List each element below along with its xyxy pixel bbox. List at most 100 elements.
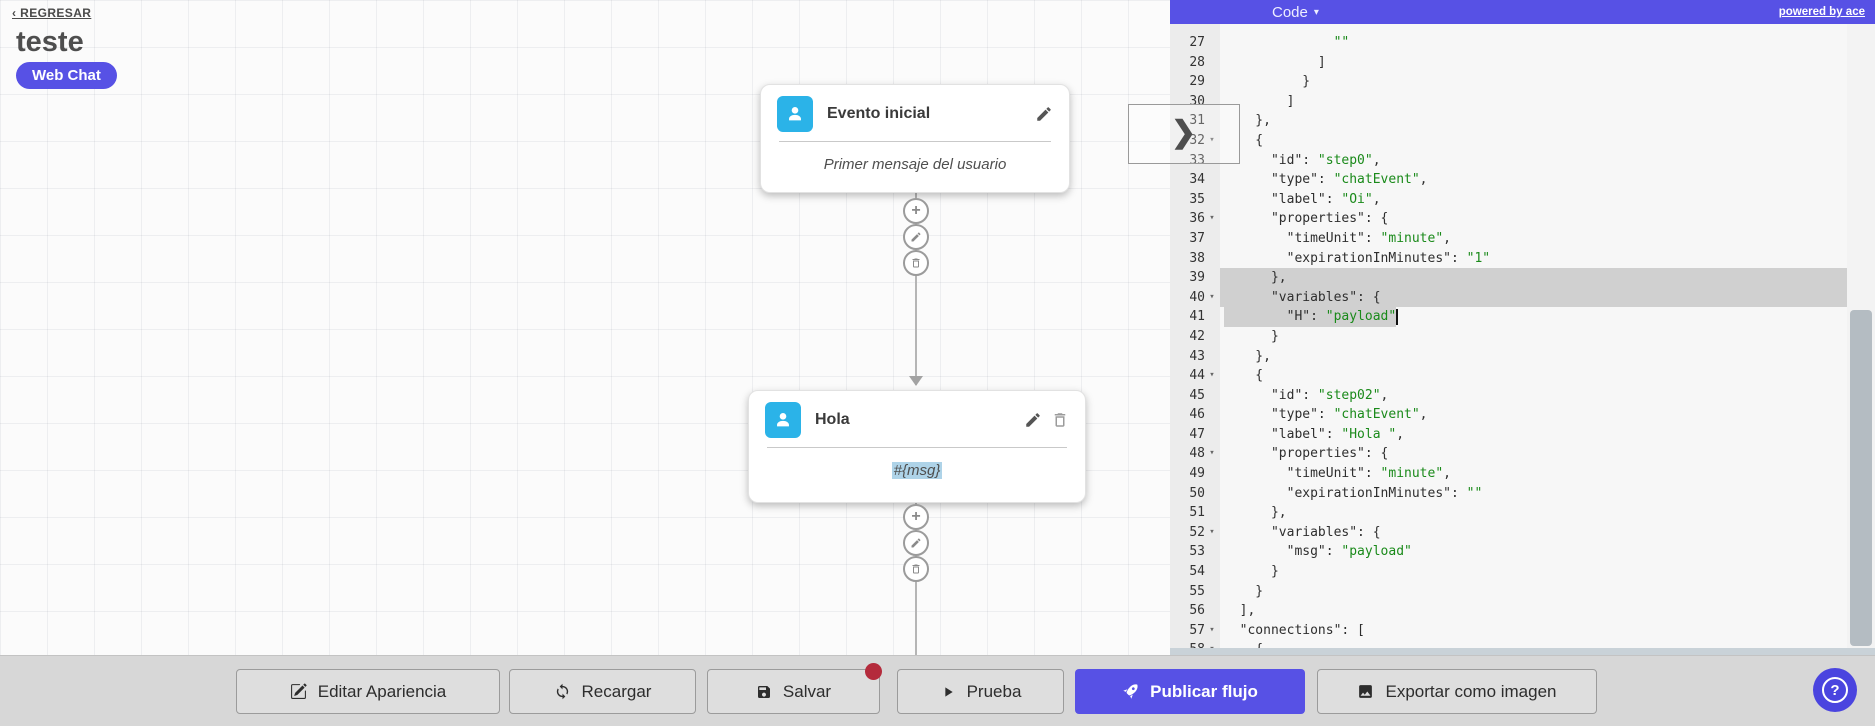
code-line[interactable]: }	[1224, 74, 1311, 90]
connector-add-button[interactable]: +	[903, 198, 929, 224]
flow-node-hola[interactable]: Hola #{msg}	[748, 390, 1086, 503]
code-line[interactable]: }	[1224, 564, 1279, 580]
code-line[interactable]: ]	[1224, 54, 1326, 70]
code-line[interactable]: "properties": {	[1224, 211, 1389, 227]
gutter-line-number[interactable]: 47	[1189, 426, 1205, 442]
chevron-down-icon: ▾	[1313, 6, 1319, 18]
code-line[interactable]: "timeUnit": "minute",	[1224, 466, 1451, 482]
code-mode-dropdown[interactable]: Code ▾	[1272, 4, 1319, 21]
exportar-como-imagen-button[interactable]: Exportar como imagen	[1317, 669, 1597, 714]
gutter-line-number[interactable]: 45	[1189, 387, 1205, 403]
prueba-button[interactable]: Prueba	[897, 669, 1064, 714]
code-line[interactable]: },	[1224, 505, 1287, 521]
edit-node-button[interactable]	[1035, 105, 1053, 123]
gutter-line-number[interactable]: 49	[1189, 466, 1205, 482]
gutter-line-number[interactable]: 37	[1189, 230, 1205, 246]
gutter-line-number[interactable]: 29	[1189, 74, 1205, 90]
gutter-line-number[interactable]: 30	[1189, 93, 1205, 109]
gutter-line-number[interactable]: 51	[1189, 505, 1205, 521]
gutter-line-number[interactable]: 31	[1189, 113, 1205, 129]
gutter-line-number[interactable]: 27	[1189, 35, 1205, 50]
gutter-line-number[interactable]: 38	[1189, 250, 1205, 266]
fold-arrow-icon[interactable]: ▾	[1209, 134, 1215, 145]
code-line[interactable]: }	[1224, 328, 1279, 344]
horizontal-scrollbar[interactable]	[1170, 648, 1875, 655]
delete-node-button[interactable]	[1051, 411, 1069, 429]
code-line[interactable]: "expirationInMinutes": ""	[1224, 485, 1483, 501]
gutter-line-number[interactable]: 34	[1189, 172, 1205, 188]
scrollbar-thumb[interactable]	[1850, 310, 1872, 646]
gutter-line-number[interactable]: 57▾	[1170, 621, 1220, 641]
connector-delete-button[interactable]	[903, 556, 929, 582]
code-line[interactable]: "msg": "payload"	[1224, 544, 1412, 560]
code-line[interactable]: "connections": [	[1224, 622, 1365, 638]
connector-delete-button[interactable]	[903, 250, 929, 276]
connector-edit-button[interactable]	[903, 224, 929, 250]
fold-arrow-icon[interactable]: ▾	[1209, 213, 1215, 224]
code-line[interactable]: "id": "step02",	[1224, 387, 1389, 403]
code-line[interactable]: ]	[1224, 93, 1295, 109]
vertical-scrollbar[interactable]	[1847, 24, 1875, 648]
code-line[interactable]: },	[1224, 113, 1271, 129]
gutter-line-number[interactable]: 41	[1189, 309, 1205, 325]
code-line[interactable]: {	[1224, 132, 1264, 148]
gutter-line-number[interactable]: 52▾	[1170, 523, 1220, 543]
publicar-flujo-button[interactable]: Publicar flujo	[1075, 669, 1305, 714]
gutter-line-number[interactable]: 43	[1189, 348, 1205, 364]
code-line[interactable]: "H": "payload"	[1220, 307, 1847, 327]
back-link[interactable]: ‹ REGRESAR	[12, 6, 92, 20]
gutter-line-number[interactable]: 28	[1189, 54, 1205, 70]
gutter-line-number[interactable]: 39	[1189, 270, 1205, 286]
editor-expand-handle[interactable]: ❯	[1128, 104, 1240, 164]
fold-arrow-icon[interactable]: ▾	[1209, 370, 1215, 381]
gutter-line-number[interactable]: 35	[1189, 191, 1205, 207]
code-line[interactable]: "type": "chatEvent",	[1224, 172, 1428, 188]
code-line[interactable]: ],	[1224, 603, 1256, 619]
code-line[interactable]: },	[1220, 268, 1847, 288]
fold-arrow-icon[interactable]: ▾	[1209, 624, 1215, 635]
gutter-line-number[interactable]: 40▾	[1170, 288, 1220, 308]
gutter-line-number[interactable]: 42	[1189, 328, 1205, 344]
code-line[interactable]: "properties": {	[1224, 446, 1389, 462]
code-line[interactable]: "id": "step0",	[1224, 152, 1381, 168]
salvar-button[interactable]: Salvar	[707, 669, 880, 714]
code-line[interactable]: ""	[1333, 35, 1350, 50]
code-line[interactable]: "label": "Hola ",	[1224, 426, 1405, 442]
powered-by-ace-link[interactable]: powered by ace	[1778, 6, 1865, 18]
gutter-line-number[interactable]: 44▾	[1170, 366, 1220, 386]
code-lines[interactable]: "" ] } ] }, { "id": "step0", "type": "ch…	[1220, 24, 1847, 648]
gutter-line-number[interactable]: 58▾	[1170, 640, 1220, 648]
gutter-line-number[interactable]: 54	[1189, 564, 1205, 580]
code-line[interactable]: {	[1220, 640, 1847, 648]
code-line[interactable]: "expirationInMinutes": "1"	[1224, 250, 1491, 266]
editar-apariencia-button[interactable]: Editar Apariencia	[236, 669, 500, 714]
edit-node-button[interactable]	[1024, 411, 1042, 429]
flow-node-evento-inicial[interactable]: Evento inicial Primer mensaje del usuari…	[760, 84, 1070, 193]
code-line[interactable]: "variables": {	[1220, 287, 1847, 308]
gutter-line-number[interactable]: 46	[1189, 407, 1205, 423]
gutter-line-number[interactable]: 32▾	[1170, 131, 1220, 151]
gutter-line-number[interactable]: 50	[1189, 485, 1205, 501]
code-line[interactable]: "timeUnit": "minute",	[1224, 230, 1451, 246]
code-line[interactable]: "variables": {	[1224, 524, 1381, 540]
flow-canvas[interactable]: ‹ REGRESAR teste Web Chat Evento inicial…	[0, 0, 1170, 655]
gutter-line-number[interactable]: 36▾	[1170, 209, 1220, 229]
help-button[interactable]: ?	[1813, 668, 1857, 712]
gutter-line-number[interactable]: 55	[1189, 583, 1205, 599]
gutter-line-number[interactable]: 48▾	[1170, 444, 1220, 464]
code-line[interactable]: }	[1224, 583, 1264, 599]
fold-arrow-icon[interactable]: ▾	[1209, 291, 1215, 302]
gutter-line-number[interactable]: 53	[1189, 544, 1205, 560]
code-line[interactable]: },	[1224, 348, 1271, 364]
fold-arrow-icon[interactable]: ▾	[1209, 448, 1215, 459]
fold-arrow-icon[interactable]: ▾	[1209, 526, 1215, 537]
recargar-button[interactable]: Recargar	[509, 669, 696, 714]
gutter-line-number[interactable]: 56	[1189, 603, 1205, 619]
code-line[interactable]: "type": "chatEvent",	[1224, 407, 1428, 423]
connector-add-button[interactable]: +	[903, 504, 929, 530]
code-line[interactable]: {	[1224, 368, 1264, 384]
fold-arrow-icon[interactable]: ▾	[1206, 640, 1218, 648]
connector-edit-button[interactable]	[903, 530, 929, 556]
code-line[interactable]: "label": "Oi",	[1224, 191, 1381, 207]
